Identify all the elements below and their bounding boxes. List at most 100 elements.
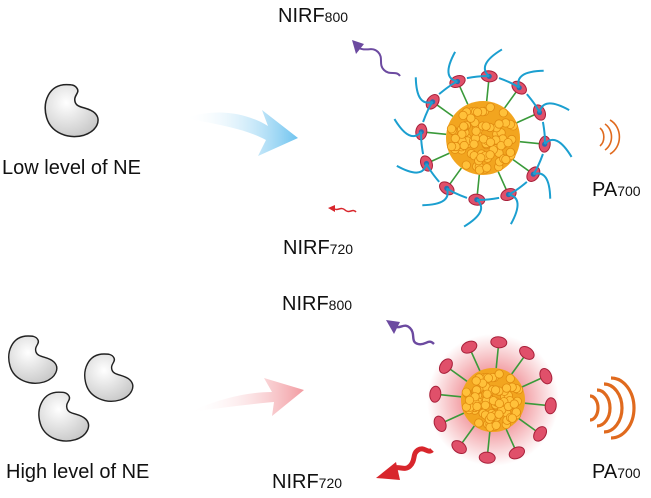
nirf720-wave-strong-icon — [390, 446, 434, 473]
nirf800-sub: 800 — [324, 9, 349, 25]
core-bead — [476, 153, 486, 163]
nirf720-sub: 720 — [318, 475, 343, 491]
core-bead — [474, 418, 484, 428]
high-level-arrow — [190, 378, 304, 416]
nirf800-main: NIRF — [282, 293, 329, 315]
polymer-strand — [476, 196, 500, 201]
core-bead — [501, 154, 511, 165]
polymer-strand — [425, 163, 440, 183]
dye-molecule — [544, 397, 557, 415]
core-bead — [471, 376, 481, 386]
core-bead — [450, 133, 460, 143]
nirf800-arrowhead-icon — [352, 40, 364, 54]
nirf800-wave-weak-icon — [358, 47, 401, 77]
neutrophil-cell-icon — [44, 83, 99, 138]
polymer-strand — [422, 188, 449, 207]
nirf720-main: NIRF — [283, 237, 330, 259]
high-level-label: High level of NE — [6, 461, 150, 483]
polymer-strand — [483, 48, 503, 78]
nirf720-label-bottom: NIRF720 — [272, 472, 342, 492]
polymer-strand — [463, 198, 483, 228]
core-bead — [498, 108, 508, 118]
core-bead — [494, 119, 504, 129]
low-level-arrow — [185, 110, 298, 156]
core-bead — [483, 373, 493, 383]
dye-molecule — [433, 415, 447, 432]
polymer-strand — [466, 75, 490, 80]
core-bead — [446, 124, 457, 134]
nirf720-arrowhead-icon — [328, 205, 335, 212]
neutrophil-cell-icon — [38, 391, 90, 442]
polymer-strand — [396, 163, 428, 174]
core-bead — [490, 385, 501, 395]
polymer-strand — [543, 138, 573, 158]
core-bead — [472, 107, 483, 117]
dye-molecule — [478, 451, 496, 464]
core-bead — [458, 110, 468, 121]
pa-signal-weak-icon — [599, 119, 621, 155]
core-bead — [494, 398, 504, 409]
nirf720-main: NIRF — [272, 471, 319, 493]
polymer-strand — [446, 187, 468, 199]
core-bead — [485, 150, 495, 160]
polymer-strand — [508, 181, 528, 196]
pa700-main: PA — [592, 179, 618, 201]
low-level-label: Low level of NE — [2, 157, 141, 179]
nirf720-sub: 720 — [329, 241, 354, 257]
nanoprobe-low — [393, 48, 573, 228]
polymer-strand — [422, 101, 434, 123]
core-bead — [507, 413, 517, 423]
polymer-strand — [420, 131, 425, 155]
nirf800-label-top: NIRF800 — [278, 6, 348, 26]
polymer-strand — [447, 51, 458, 83]
core-bead — [446, 141, 457, 151]
core-bead — [481, 121, 491, 131]
polymer-strand — [393, 118, 423, 138]
polymer-strand — [538, 102, 570, 113]
nirf800-main: NIRF — [278, 5, 325, 27]
pa700-sub: 700 — [617, 465, 641, 481]
core-bead — [469, 139, 479, 149]
core-bead — [494, 369, 504, 379]
core-bead — [503, 138, 513, 148]
pa700-label-bottom: PA700 — [592, 462, 641, 482]
core-bead — [466, 113, 476, 123]
core-bead — [505, 147, 515, 157]
nirf800-wave-icon — [393, 324, 435, 346]
core-bead — [461, 387, 471, 397]
pa700-sub: 700 — [617, 183, 641, 199]
nanoprobe-high — [427, 334, 559, 466]
pa700-label-top: PA700 — [592, 180, 641, 200]
nirf800-label-bottom: NIRF800 — [282, 294, 352, 314]
core-bead — [485, 137, 496, 147]
dye-molecule — [490, 336, 508, 349]
polymer-strand — [517, 69, 544, 88]
core-bead — [494, 409, 504, 419]
polymer-strand — [414, 77, 433, 104]
core-bead — [482, 163, 492, 173]
dye-molecule — [429, 385, 442, 403]
polymer-strand — [498, 77, 520, 89]
core-bead — [485, 102, 495, 112]
polymer-strand — [532, 153, 544, 175]
core-bead — [505, 373, 515, 384]
dye-molecule — [508, 446, 525, 460]
nirf720-label-top: NIRF720 — [283, 238, 353, 258]
nirf800-sub: 800 — [328, 297, 353, 313]
dye-molecule — [539, 368, 553, 385]
polymer-strand — [438, 80, 458, 95]
polymer-strand — [508, 193, 519, 225]
pa-signal-strong-icon — [589, 376, 636, 440]
core-bead — [457, 129, 467, 139]
nirf720-arrowhead-icon — [376, 462, 400, 480]
core-bead — [480, 400, 490, 410]
core-bead — [486, 412, 496, 422]
dye-molecule — [533, 426, 548, 442]
pa700-main: PA — [592, 461, 618, 483]
dye-molecule — [451, 440, 467, 455]
polymer-strand — [541, 121, 546, 145]
neutrophil-cell-icon — [8, 335, 58, 384]
core-bead — [459, 121, 469, 131]
polymer-strand — [526, 93, 541, 113]
